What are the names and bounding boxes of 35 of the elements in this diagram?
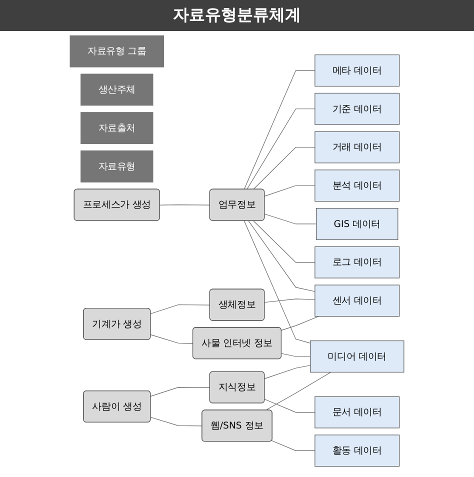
connector xyxy=(253,220,316,263)
connector xyxy=(150,334,194,344)
connector xyxy=(264,214,317,224)
node-box: 기준 데이터 xyxy=(314,92,400,125)
node-box: 생산주체 xyxy=(80,74,154,106)
connector xyxy=(253,146,316,190)
connector xyxy=(150,304,210,314)
node-box: 자료출처 xyxy=(80,112,154,144)
connector xyxy=(248,220,316,292)
connector xyxy=(264,398,316,413)
connector xyxy=(281,353,311,357)
node-box: 메타 데이터 xyxy=(314,54,400,86)
node-box: 분석 데이터 xyxy=(314,170,400,202)
connector xyxy=(150,416,202,426)
node-box: 문서 데이터 xyxy=(314,396,400,428)
connector xyxy=(281,316,319,331)
node-box: 활동 데이터 xyxy=(314,434,400,467)
node-box: 자료유형 그룹 xyxy=(70,35,164,68)
node-box: 자료유형 xyxy=(80,150,154,182)
node-box: GIS 데이터 xyxy=(316,208,398,240)
title-banner: 자료유형분류체계 xyxy=(0,0,474,31)
connector xyxy=(264,298,316,303)
node-box: 로그 데이터 xyxy=(314,246,400,278)
connector xyxy=(271,440,316,451)
connector xyxy=(265,372,332,411)
connector xyxy=(150,387,210,397)
connector xyxy=(264,365,311,379)
node-box: 거래 데이터 xyxy=(314,131,400,164)
connector xyxy=(264,185,316,196)
connector xyxy=(244,220,311,344)
connector xyxy=(244,70,316,190)
node-box: 미디어 데이터 xyxy=(310,340,404,372)
connector xyxy=(246,108,316,190)
connector xyxy=(160,204,210,206)
node-box: 센서 데이터 xyxy=(314,284,400,317)
